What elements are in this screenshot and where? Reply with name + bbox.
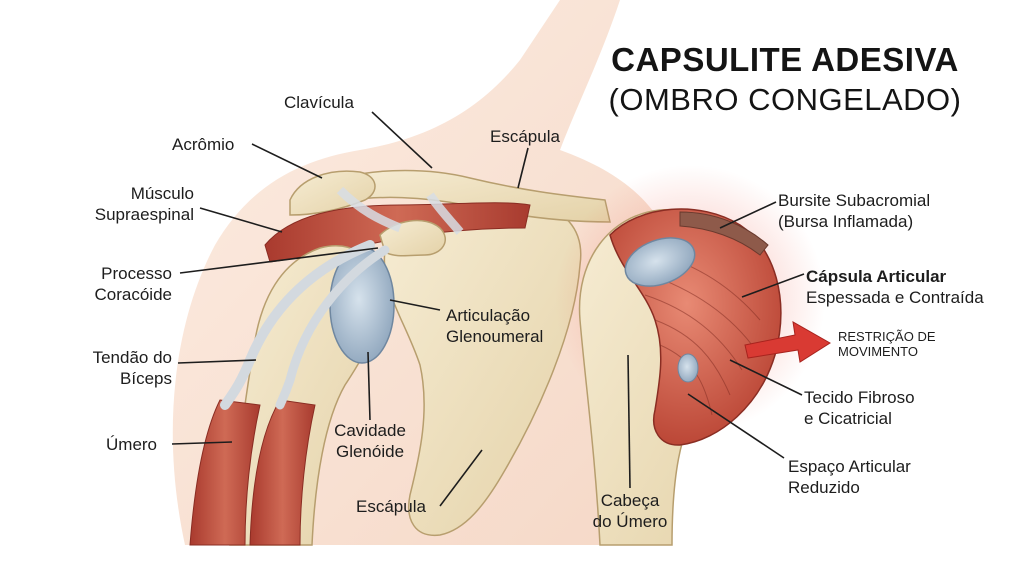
label-articulacao-glenoumeral: Articulação Glenoumeral xyxy=(446,306,544,346)
label-espaco-articular: Espaço Articular Reduzido xyxy=(788,457,911,497)
label-umero: Úmero xyxy=(106,435,158,454)
leader-lines xyxy=(171,111,805,507)
title-line1: CAPSULITE ADESIVA xyxy=(611,41,959,78)
restriction-arrow xyxy=(744,321,831,363)
ligament xyxy=(426,192,464,235)
biceps-tendon xyxy=(220,240,375,410)
label-bursite-subacromial: Bursite Subacromial (Bursa Inflamada) xyxy=(778,191,931,231)
label-restricao-movimento: RESTRIÇÃO DE MOVIMENTO xyxy=(838,329,936,359)
label-processo-coracoide: Processo Coracóide xyxy=(94,264,173,304)
ligament xyxy=(336,186,402,233)
arm-muscle xyxy=(189,399,261,546)
label-cabeca-umero: Cabeça do Úmero xyxy=(592,491,668,531)
label-acromio: Acrômio xyxy=(172,135,235,154)
title-line2: (OMBRO CONGELADO) xyxy=(608,82,962,117)
label-capsula-articular: Cápsula Articular Espessada e Contraída xyxy=(806,267,984,307)
subacromial-bursa xyxy=(679,211,769,256)
biceps-tendon xyxy=(275,245,390,410)
reduced-joint-space xyxy=(677,353,699,383)
arm-muscle xyxy=(249,399,316,546)
label-tecido-fibroso: Tecido Fibroso e Cicatricial xyxy=(804,388,915,428)
label-clavicula: Clavícula xyxy=(284,93,354,112)
label-musculo-supraespinal: Músculo Supraespinal xyxy=(94,184,194,224)
label-escapula-bottom: Escápula xyxy=(356,497,426,516)
diagram-title: CAPSULITE ADESIVA (OMBRO CONGELADO) xyxy=(590,40,980,120)
label-escapula-top: Escápula xyxy=(490,127,560,146)
label-tendao-biceps: Tendão do Bíceps xyxy=(92,348,172,388)
humeral-head-cartilage xyxy=(624,237,696,287)
label-cavidade-glenoide: Cavidade Glenóide xyxy=(334,421,406,461)
